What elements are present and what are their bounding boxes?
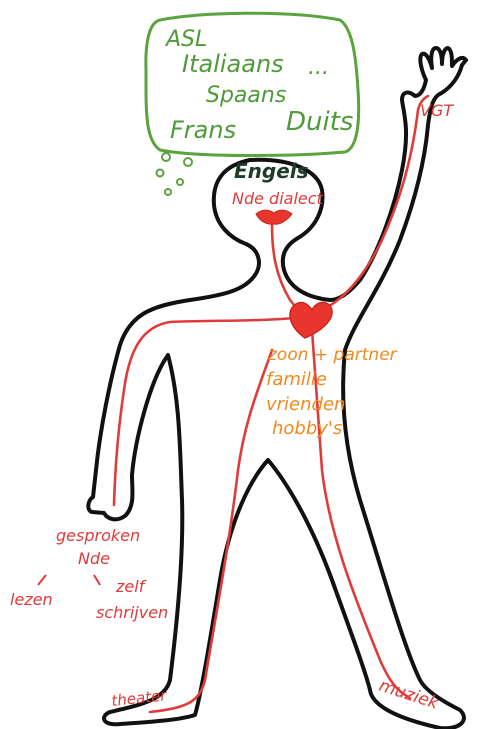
bubble-line-asl: ASL (164, 27, 207, 52)
thought-dot-2 (162, 153, 170, 161)
hand-left-label-lezen: lezen (10, 590, 53, 609)
hand-left-label-zelf: zelf (115, 577, 147, 596)
heart-label-vrienden: vrienden (266, 394, 345, 415)
bubble-line-duits: Duits (286, 107, 353, 137)
heart-label-familie: familie (266, 369, 327, 390)
bubble-line-dots: ... (308, 55, 329, 80)
hand-left-label-gesproken: gesproken (56, 526, 140, 545)
left-tick-2 (94, 575, 100, 585)
thought-dot-4 (177, 179, 183, 185)
head-label-engels: Engels (234, 159, 309, 183)
thought-dot-1 (184, 158, 192, 166)
bubble-line-spaans: Spaans (206, 83, 286, 108)
mouth-label: Nde dialect (232, 189, 324, 208)
thought-dot-5 (165, 189, 171, 195)
hand-right-label: VGT (420, 101, 454, 120)
thought-dot-3 (157, 170, 164, 177)
hand-left-label-schrijven: schrijven (96, 603, 168, 622)
heart-label-partner: zoon + partner (267, 345, 398, 365)
bubble-line-italiaans: Italiaans (182, 50, 284, 78)
left-tick-1 (38, 575, 46, 585)
bubble-line-frans: Frans (170, 116, 236, 144)
hand-left-label-nde: Nde (78, 549, 110, 568)
heart-label-hobbys: hobby's (272, 418, 342, 439)
